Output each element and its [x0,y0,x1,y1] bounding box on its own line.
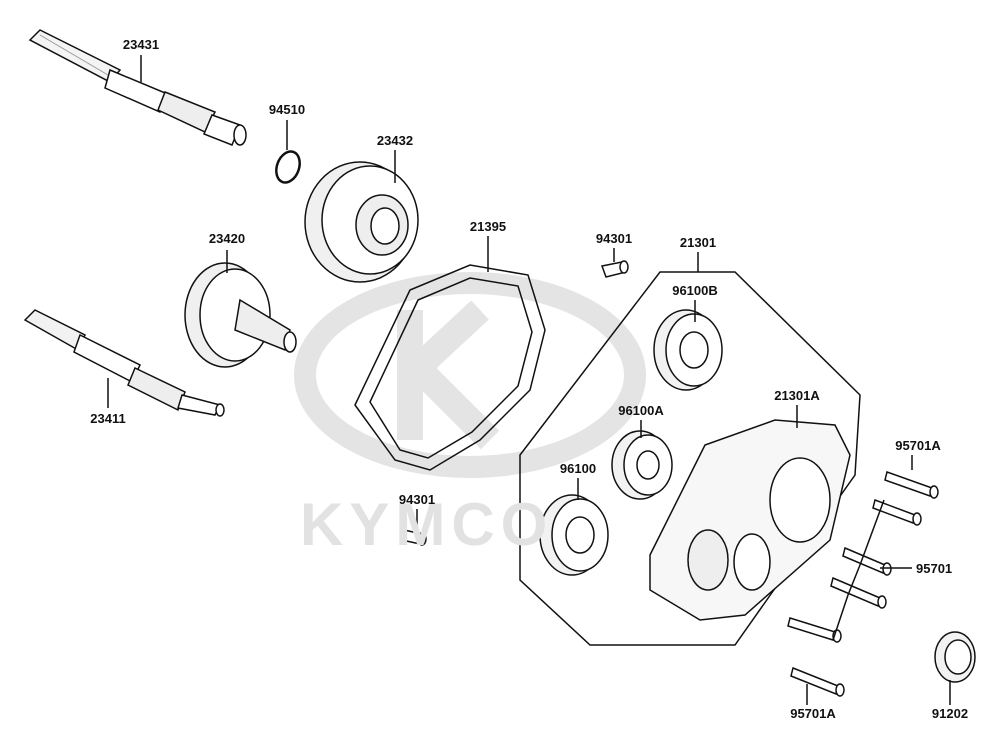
label-21395: 21395 [469,219,507,234]
assembly-outline-21301 [519,271,861,646]
label-95701A-top: 95701A [895,438,941,453]
label-91202: 91202 [931,706,969,721]
dowel-pin-94301-top [600,260,629,278]
gear-23432 [304,161,419,283]
label-23411: 23411 [90,411,126,426]
label-96100: 96100 [559,461,597,476]
label-94510: 94510 [268,102,306,117]
label-23420: 23420 [208,231,246,246]
bearing-96100B [653,309,723,391]
oil-seal-91202 [934,631,976,683]
label-21301: 21301 [679,235,717,250]
label-21301A: 21301A [774,388,820,403]
label-23432: 23432 [376,133,414,148]
gasket-21395 [354,264,546,471]
circlip-94510 [275,150,301,184]
label-96100B: 96100B [672,283,718,298]
gear-23420 [184,262,297,368]
label-23431: 23431 [122,37,160,52]
label-95701A-bottom: 95701A [790,706,836,721]
watermark-text: KYMCO [300,491,554,558]
dowel-pin-94301-bottom [401,529,427,546]
cover-21301A [649,419,851,621]
label-94301-bottom: 94301 [398,492,436,507]
leader-lines [107,55,951,705]
watermark-logo [294,272,646,478]
label-94301-top: 94301 [595,231,633,246]
shaft-23431 [28,29,247,146]
bolts-95701 [787,471,939,697]
label-95701: 95701 [916,561,953,576]
shaft-23411 [23,309,225,417]
label-96100A: 96100A [618,403,664,418]
bearing-96100 [539,494,609,576]
bearing-96100A [611,430,673,500]
